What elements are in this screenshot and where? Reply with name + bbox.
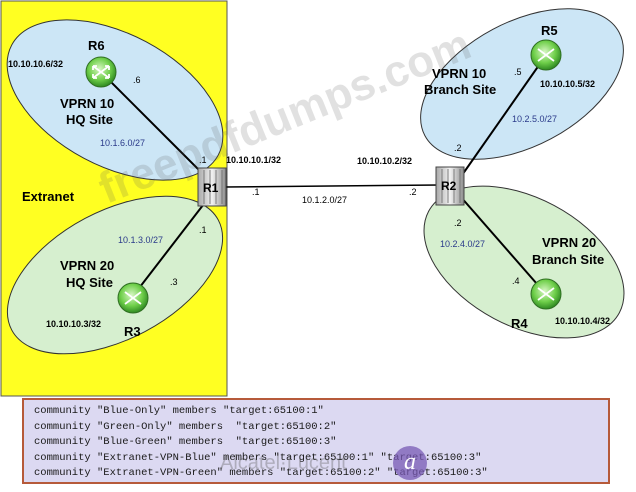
router-r5-label: R5: [541, 23, 558, 38]
link-r1-r2: [223, 184, 441, 188]
router-r1-label: R1: [203, 181, 219, 195]
hq-site-vprn20-ellipse: [6, 195, 224, 355]
hostid-r1-to-r6: .1: [199, 155, 207, 165]
router-r1-icon[interactable]: [197, 167, 227, 207]
branch-site-vprn10-line2: Branch Site: [424, 82, 496, 97]
hostid-r5: .5: [514, 67, 522, 77]
loopback-r5: 10.10.10.5/32: [540, 79, 595, 89]
loopback-r6: 10.10.10.6/32: [8, 59, 63, 69]
loopback-r4: 10.10.10.4/32: [555, 316, 610, 326]
router-r6-icon[interactable]: [85, 56, 117, 88]
hq-site-vprn20-line2: HQ Site: [66, 275, 113, 290]
router-r4-icon[interactable]: [530, 278, 562, 310]
hostid-r1-to-r3: .1: [199, 225, 207, 235]
config-line: community "Blue-Green" members "target:6…: [34, 436, 337, 448]
community-config-box: community "Blue-Only" members "target:65…: [22, 398, 610, 484]
link-r1-r3: [132, 195, 211, 297]
subnet-r1-r6: 10.1.6.0/27: [100, 138, 145, 148]
router-r3-label: R3: [124, 324, 141, 339]
subnet-r2-r4: 10.2.4.0/27: [440, 239, 485, 249]
extranet-label: Extranet: [22, 189, 75, 204]
link-r2-r5: [459, 57, 545, 179]
hostid-r4: .4: [512, 276, 520, 286]
loopback-r2: 10.10.10.2/32: [357, 156, 412, 166]
hostid-r2-to-r1: .2: [409, 187, 417, 197]
vendor-logo-icon: a: [393, 446, 427, 480]
subnet-r1-r2: 10.1.2.0/27: [302, 195, 347, 205]
loopback-r1: 10.10.10.1/32: [226, 155, 281, 165]
branch-site-vprn10-line1: VPRN 10: [432, 66, 486, 81]
link-r1-r6: [100, 71, 211, 182]
network-topology: Extranet R1 R2 R6: [0, 0, 625, 397]
router-r4-label: R4: [511, 316, 528, 331]
router-r2-label: R2: [441, 179, 457, 193]
hostid-r2-to-r5: .2: [454, 143, 462, 153]
hq-site-vprn10-line2: HQ Site: [66, 112, 113, 127]
router-r5-icon[interactable]: [530, 39, 562, 71]
hostid-r6: .6: [133, 75, 141, 85]
subnet-r1-r3: 10.1.3.0/27: [118, 235, 163, 245]
router-r6-label: R6: [88, 38, 105, 53]
branch-site-vprn20-ellipse: [423, 185, 625, 339]
router-r2-icon[interactable]: [435, 166, 465, 206]
config-line: community "Green-Only" members "target:6…: [34, 420, 337, 433]
hostid-r1-to-r2: .1: [252, 187, 260, 197]
branch-site-vprn20-line1: VPRN 20: [542, 235, 596, 250]
hostid-r2-to-r4: .2: [454, 218, 462, 228]
router-r3-icon[interactable]: [117, 282, 149, 314]
loopback-r3: 10.10.10.3/32: [46, 319, 101, 329]
hq-site-vprn20-line1: VPRN 20: [60, 258, 114, 273]
hq-site-vprn10-line1: VPRN 10: [60, 96, 114, 111]
hostid-r3: .3: [170, 277, 178, 287]
branch-site-vprn10-ellipse: [420, 8, 624, 160]
branch-site-vprn20-line2: Branch Site: [532, 252, 604, 267]
vendor-watermark: Alcatel·Lucent: [220, 452, 347, 474]
config-line: community "Blue-Only" members "target:65…: [34, 405, 324, 417]
link-r2-r4: [459, 195, 545, 293]
subnet-r2-r5: 10.2.5.0/27: [512, 114, 557, 124]
